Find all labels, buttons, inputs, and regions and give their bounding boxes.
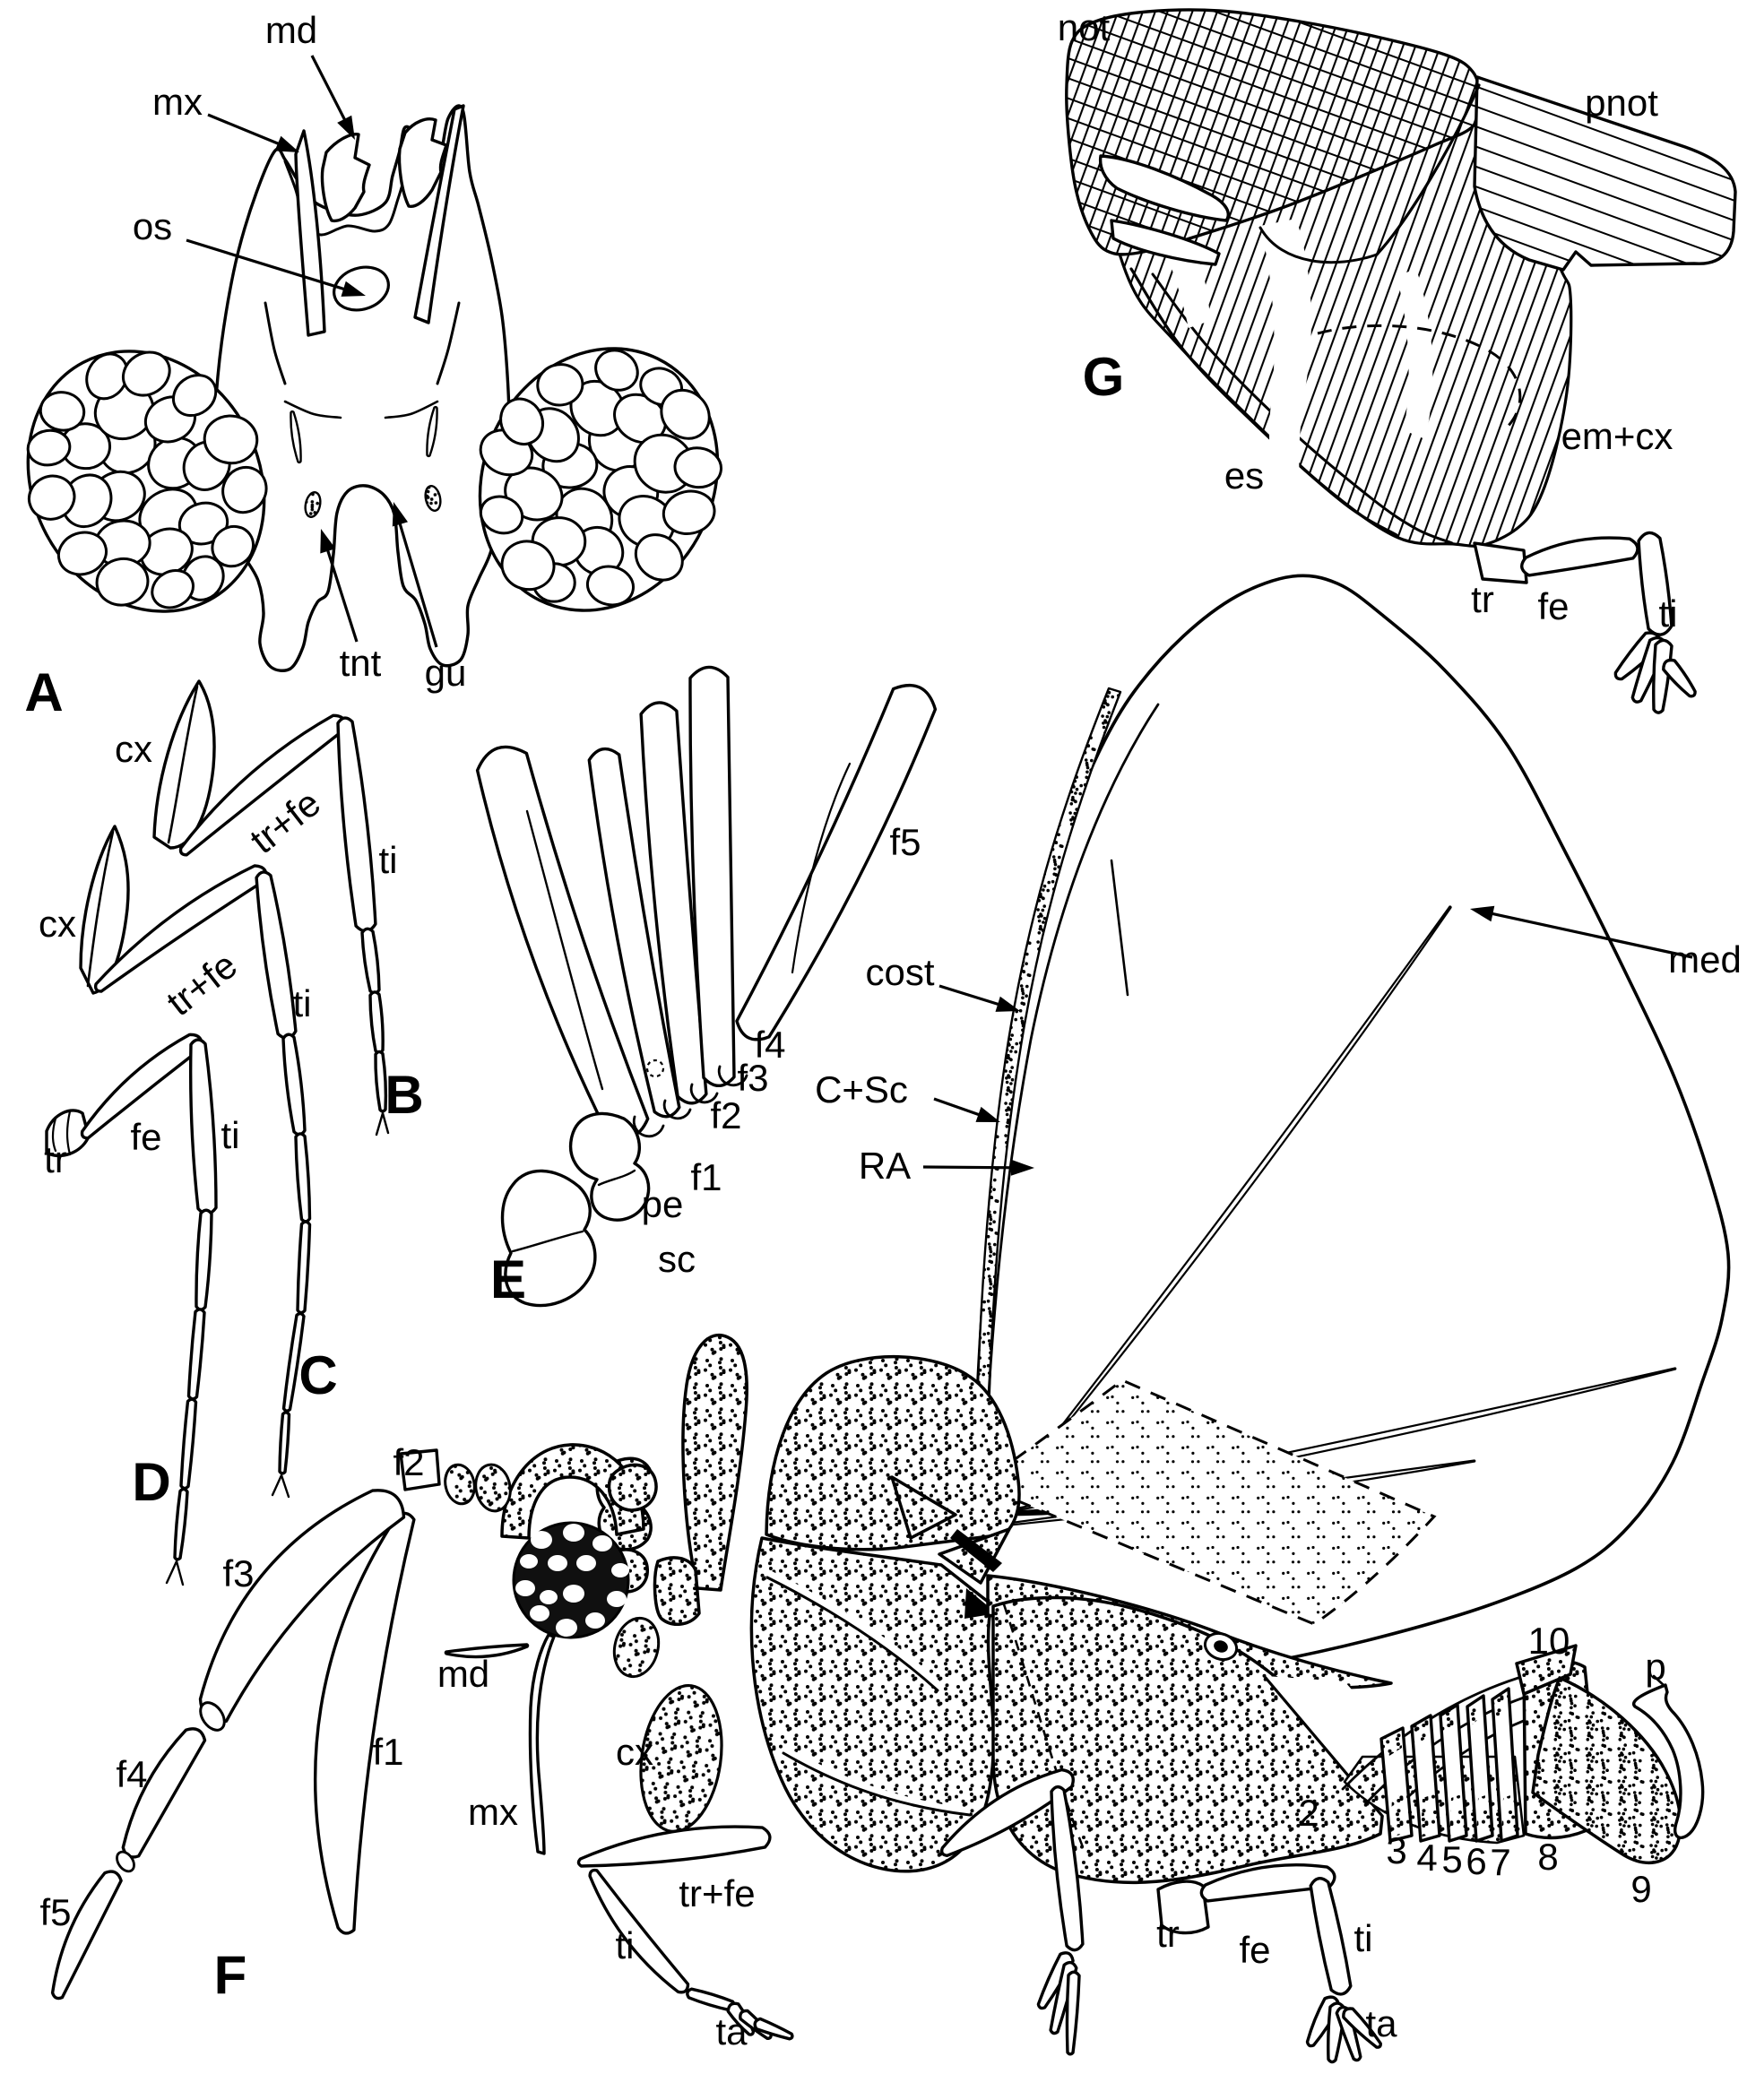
svg-text:D: D	[132, 1452, 170, 1512]
svg-text:tr: tr	[44, 1138, 67, 1180]
svg-text:B: B	[385, 1065, 423, 1125]
svg-text:gu: gu	[425, 652, 467, 694]
svg-text:ta: ta	[1365, 2002, 1397, 2044]
svg-text:C: C	[298, 1345, 337, 1405]
svg-text:tr+fe: tr+fe	[159, 944, 245, 1024]
svg-text:f3: f3	[222, 1552, 254, 1594]
svg-text:3: 3	[1386, 1829, 1406, 1871]
svg-text:mx: mx	[468, 1791, 518, 1833]
svg-text:f3: f3	[737, 1057, 768, 1099]
svg-text:G: G	[1083, 347, 1125, 407]
svg-text:f5: f5	[889, 821, 921, 863]
svg-text:ti: ti	[616, 1924, 635, 1966]
svg-text:mx: mx	[152, 81, 203, 123]
svg-text:7: 7	[1490, 1841, 1510, 1883]
svg-text:9: 9	[1630, 1868, 1651, 1910]
svg-text:med: med	[1668, 938, 1742, 981]
svg-text:ti: ti	[379, 839, 398, 881]
svg-text:RA: RA	[859, 1145, 911, 1187]
svg-text:f4: f4	[116, 1753, 147, 1795]
svg-text:cost: cost	[865, 951, 934, 993]
svg-text:cx: cx	[616, 1731, 653, 1773]
svg-text:E: E	[490, 1249, 526, 1309]
svg-text:ta: ta	[715, 2010, 748, 2052]
svg-text:10: 10	[1528, 1620, 1570, 1662]
svg-text:2: 2	[1298, 1792, 1319, 1834]
svg-text:pe: pe	[642, 1183, 684, 1225]
svg-text:C+Sc: C+Sc	[815, 1068, 908, 1110]
svg-text:6: 6	[1466, 1840, 1486, 1882]
svg-text:os: os	[133, 205, 172, 247]
svg-text:ti: ti	[293, 982, 312, 1024]
svg-text:F: F	[214, 1945, 247, 2005]
svg-text:not: not	[1058, 6, 1111, 48]
svg-text:ti: ti	[1659, 592, 1678, 635]
svg-text:pnot: pnot	[1585, 82, 1658, 124]
svg-text:f1: f1	[690, 1156, 722, 1198]
svg-text:f5: f5	[39, 1891, 71, 1933]
svg-text:f4: f4	[754, 1024, 785, 1066]
svg-text:ti: ti	[1354, 1917, 1373, 1959]
svg-text:fe: fe	[130, 1116, 161, 1158]
svg-text:tr: tr	[1471, 578, 1494, 620]
svg-text:p: p	[1645, 1646, 1665, 1688]
svg-text:tnt: tnt	[340, 642, 382, 684]
svg-text:f1: f1	[372, 1731, 403, 1773]
svg-text:cx: cx	[39, 903, 76, 945]
svg-text:8: 8	[1537, 1836, 1558, 1878]
svg-text:fe: fe	[1537, 585, 1569, 627]
svg-text:es: es	[1224, 454, 1264, 497]
svg-text:sc: sc	[658, 1238, 696, 1280]
svg-text:md: md	[437, 1653, 489, 1695]
svg-text:tr+fe: tr+fe	[679, 1872, 755, 1914]
svg-text:5: 5	[1441, 1838, 1462, 1880]
svg-text:f2: f2	[393, 1441, 424, 1483]
svg-text:A: A	[24, 662, 63, 722]
svg-text:em+cx: em+cx	[1561, 415, 1673, 457]
svg-text:ti: ti	[221, 1114, 240, 1156]
svg-text:4: 4	[1416, 1836, 1437, 1879]
svg-text:fe: fe	[1239, 1929, 1270, 1971]
svg-text:cx: cx	[115, 728, 152, 770]
svg-text:f2: f2	[710, 1094, 741, 1136]
svg-text:tr: tr	[1156, 1913, 1180, 1955]
svg-text:md: md	[265, 9, 317, 51]
